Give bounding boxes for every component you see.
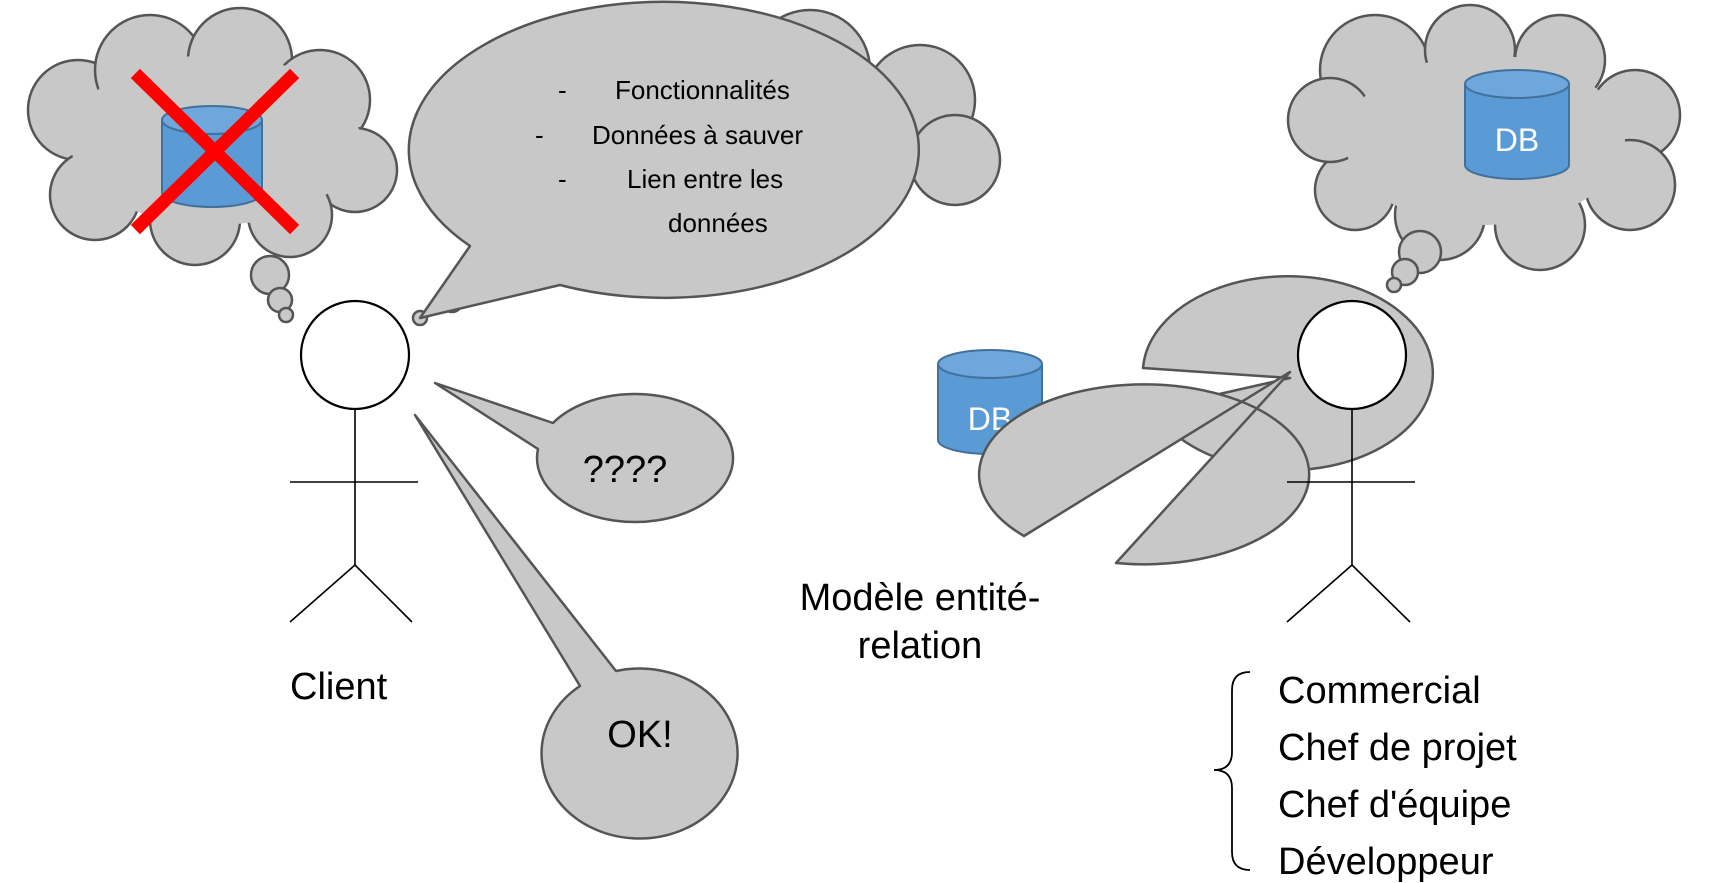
developer-thought-database-icon	[1464, 69, 1570, 180]
requirements-line-4: données	[668, 208, 768, 238]
client-label: Client	[290, 666, 388, 708]
requirements-line-2: Données à sauver	[592, 120, 803, 150]
model-line-1: Modèle entité-	[800, 577, 1041, 619]
client-question-bubble	[433, 381, 735, 524]
client-stick-figure	[289, 299, 418, 623]
requirements-line-3: Lien entre les	[627, 164, 783, 194]
role-commercial: Commercial	[1278, 670, 1481, 712]
entity-relation-bubble	[977, 370, 1311, 566]
requirements-line-1: Fonctionnalités	[615, 75, 790, 105]
developer-stick-figure	[1286, 299, 1415, 623]
model-line-2: relation	[858, 625, 983, 667]
requirements-bullet-1: -	[558, 75, 567, 105]
roles-brace	[1213, 671, 1251, 871]
requirements-bullet-2: -	[535, 120, 544, 150]
role-chef-equipe: Chef d'équipe	[1278, 784, 1511, 826]
client-question-text: ????	[583, 449, 668, 491]
client-head	[299, 299, 411, 411]
developer-head	[1296, 299, 1408, 411]
client-requirements-bubble	[407, 0, 921, 320]
client-ok-bubble	[413, 413, 739, 840]
role-developpeur: Développeur	[1278, 841, 1494, 883]
developer-thought-db-label: DB	[1495, 122, 1539, 158]
requirements-bullet-3: -	[558, 164, 567, 194]
role-chef-de-projet: Chef de projet	[1278, 727, 1517, 769]
client-ok-text: OK!	[607, 714, 672, 756]
cross-out-icon	[130, 68, 300, 235]
